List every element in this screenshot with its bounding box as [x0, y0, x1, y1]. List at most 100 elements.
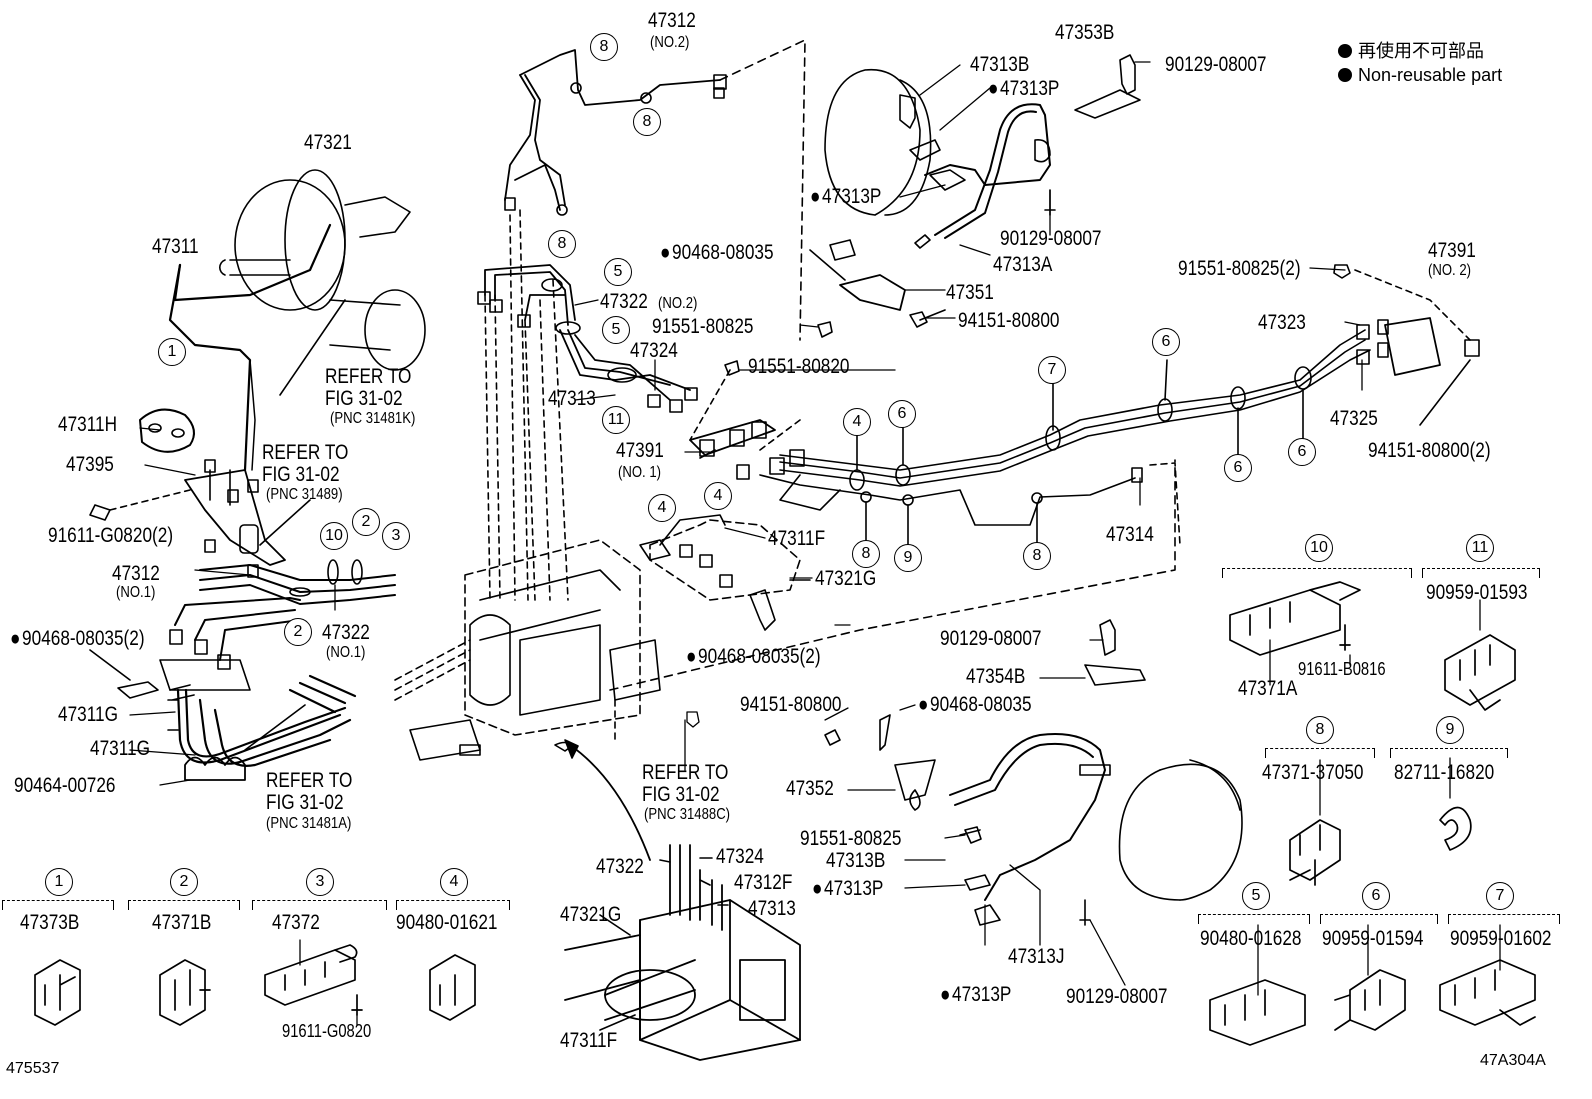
part-label-47352[interactable]: 47352: [786, 777, 834, 800]
callout-2[interactable]: 2: [352, 508, 380, 536]
part-label-47322-no1[interactable]: 47322: [322, 621, 370, 644]
refer-4-line-c[interactable]: (PNC 31488C): [644, 806, 731, 823]
part-label-sub: (NO.2): [658, 295, 698, 312]
refer-3-line-c[interactable]: (PNC 31481A): [266, 815, 352, 832]
detail-box-9-part[interactable]: 82711-16820: [1394, 761, 1495, 784]
callout-6[interactable]: 6: [1224, 454, 1252, 482]
part-label-90468-08035-2[interactable]: 90468-08035(2): [686, 646, 821, 668]
part-label-47324[interactable]: 47324: [716, 845, 764, 868]
part-label-90468-08035[interactable]: 90468-08035: [660, 242, 774, 264]
detail-box-4-bracket: [396, 900, 510, 911]
callout-4[interactable]: 4: [648, 494, 676, 522]
part-label-47312-no1[interactable]: 47312: [112, 562, 160, 585]
part-label-47395[interactable]: 47395: [66, 453, 114, 476]
part-label-91551-80820[interactable]: 91551-80820: [748, 355, 850, 378]
part-label-90129-08007[interactable]: 90129-08007: [1000, 227, 1102, 250]
part-label-47351[interactable]: 47351: [946, 281, 994, 304]
detail-box-5-part[interactable]: 90480-01628: [1200, 927, 1302, 950]
part-label-47322-no2[interactable]: 47322: [600, 290, 648, 313]
callout-7[interactable]: 7: [1038, 356, 1066, 384]
diagram-code-right: 47A304A: [1480, 1052, 1546, 1069]
detail-box-10-part[interactable]: 47371A: [1238, 677, 1298, 700]
part-label-47325[interactable]: 47325: [1330, 407, 1378, 430]
callout-8[interactable]: 8: [1023, 542, 1051, 570]
callout-2[interactable]: 2: [284, 618, 312, 646]
part-label-94151-80800[interactable]: 94151-80800: [740, 693, 842, 716]
part-label-47322[interactable]: 47322: [596, 855, 644, 878]
part-label-90464-00726[interactable]: 90464-00726: [14, 774, 116, 797]
detail-box-7-part[interactable]: 90959-01602: [1450, 927, 1552, 950]
part-label-47391-no2[interactable]: 47391: [1428, 239, 1476, 262]
part-label-90468-08035-2[interactable]: 90468-08035(2): [10, 628, 145, 650]
callout-5[interactable]: 5: [604, 258, 632, 286]
part-label-47324[interactable]: 47324: [630, 339, 678, 362]
callout-1[interactable]: 1: [158, 338, 186, 366]
part-label-91551-80825[interactable]: 91551-80825: [652, 315, 754, 338]
part-label-47312F[interactable]: 47312F: [734, 871, 793, 894]
part-label-91551-80825[interactable]: 91551-80825: [800, 827, 902, 850]
part-label-47313J[interactable]: 47313J: [1008, 945, 1065, 968]
part-label-47313P[interactable]: 47313P: [812, 878, 883, 900]
part-label-47311G[interactable]: 47311G: [58, 703, 119, 726]
detail-box-6-part[interactable]: 90959-01594: [1322, 927, 1424, 950]
part-label-90129-08007[interactable]: 90129-08007: [940, 627, 1042, 650]
callout-8[interactable]: 8: [852, 540, 880, 568]
callout-4[interactable]: 4: [704, 482, 732, 510]
part-label-47314[interactable]: 47314: [1106, 523, 1154, 546]
part-label-sub: (NO.1): [326, 644, 366, 661]
part-label-90129-08007[interactable]: 90129-08007: [1066, 985, 1168, 1008]
detail-box-11-part[interactable]: 90959-01593: [1426, 581, 1528, 604]
part-label-47311F[interactable]: 47311F: [560, 1029, 618, 1052]
callout-10[interactable]: 10: [320, 522, 348, 550]
part-label-47313P[interactable]: 47313P: [988, 78, 1059, 100]
detail-box-3-part[interactable]: 47372: [272, 911, 320, 934]
callout-4[interactable]: 4: [843, 408, 871, 436]
detail-box-10-bracket: [1222, 568, 1412, 579]
detail-box-4-part[interactable]: 90480-01621: [396, 911, 498, 934]
detail-box-3-extra[interactable]: 91611-G0820: [282, 1021, 372, 1041]
part-label-47313[interactable]: 47313: [748, 897, 796, 920]
part-label-47321G[interactable]: 47321G: [815, 567, 877, 590]
detail-box-1-part[interactable]: 47373B: [20, 911, 80, 934]
part-label-90129-08007[interactable]: 90129-08007: [1165, 53, 1267, 76]
part-label-47311H[interactable]: 47311H: [58, 413, 118, 436]
refer-1-line-a: REFER TO: [325, 365, 412, 388]
part-label-91611-G0820-2[interactable]: 91611-G0820(2): [48, 524, 174, 547]
part-label-47321G[interactable]: 47321G: [560, 903, 622, 926]
part-label-47312-no2[interactable]: 47312: [648, 9, 696, 32]
callout-6[interactable]: 6: [1288, 438, 1316, 466]
callout-6[interactable]: 6: [1152, 328, 1180, 356]
part-label-94151-80800-2[interactable]: 94151-80800(2): [1368, 439, 1491, 462]
callout-8[interactable]: 8: [548, 230, 576, 258]
callout-9[interactable]: 9: [894, 544, 922, 572]
part-label-94151-80800[interactable]: 94151-80800: [958, 309, 1060, 332]
refer-2-line-c[interactable]: (PNC 31489): [266, 486, 343, 503]
callout-3[interactable]: 3: [382, 522, 410, 550]
part-label-47391-no1[interactable]: 47391: [616, 439, 664, 462]
part-label-47313B[interactable]: 47313B: [826, 849, 886, 872]
part-label-47354B[interactable]: 47354B: [966, 665, 1026, 688]
detail-box-10-extra[interactable]: 91611-B0816: [1298, 659, 1386, 679]
callout-8[interactable]: 8: [590, 33, 618, 61]
part-label-47313P[interactable]: 47313P: [940, 984, 1011, 1006]
part-label-91551-80825-2[interactable]: 91551-80825(2): [1178, 257, 1301, 280]
part-label-47353B[interactable]: 47353B: [1055, 21, 1115, 44]
detail-box-8-part[interactable]: 47371-37050: [1262, 761, 1364, 784]
part-label-90468-08035[interactable]: 90468-08035: [918, 694, 1032, 716]
callout-6[interactable]: 6: [888, 400, 916, 428]
refer-1-line-c[interactable]: (PNC 31481K): [330, 410, 416, 427]
part-label-47311F[interactable]: 47311F: [768, 527, 826, 550]
callout-11[interactable]: 11: [602, 406, 630, 434]
part-label-47313B[interactable]: 47313B: [970, 53, 1030, 76]
callout-5[interactable]: 5: [602, 316, 630, 344]
part-label-47321[interactable]: 47321: [304, 131, 352, 154]
part-label-47311G[interactable]: 47311G: [90, 737, 151, 760]
part-label-47323[interactable]: 47323: [1258, 311, 1306, 334]
detail-box-2-part[interactable]: 47371B: [152, 911, 212, 934]
part-label-47313A[interactable]: 47313A: [993, 253, 1053, 276]
callout-8[interactable]: 8: [633, 108, 661, 136]
part-label-47313[interactable]: 47313: [548, 387, 596, 410]
part-label-47313P[interactable]: 47313P: [810, 186, 881, 208]
part-label-47311[interactable]: 47311: [152, 235, 199, 258]
